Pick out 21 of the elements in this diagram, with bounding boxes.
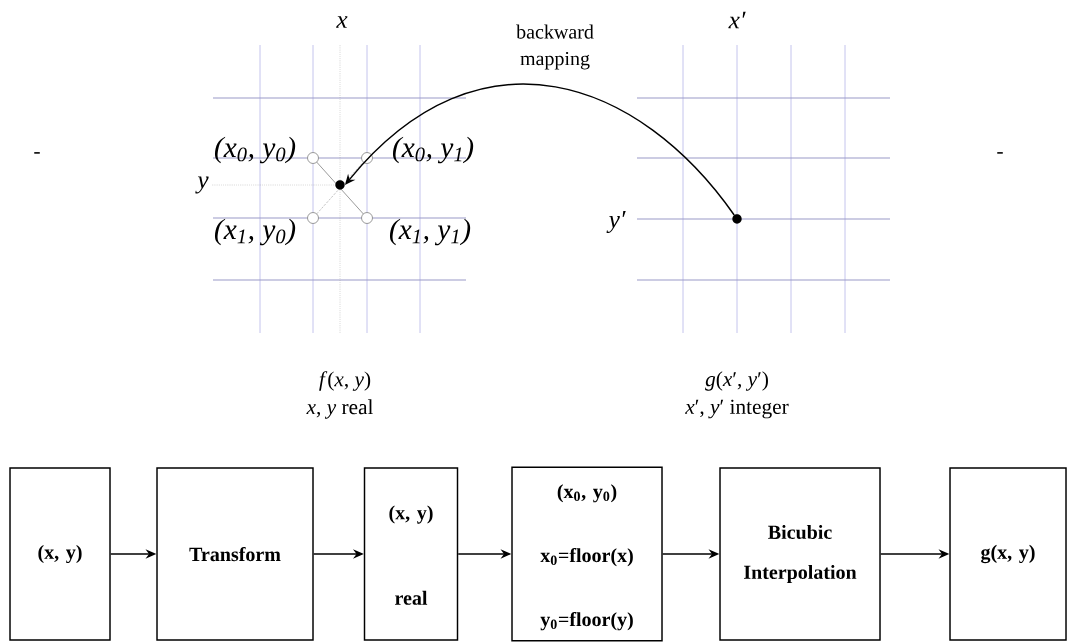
process-box: g(x, y)	[949, 467, 1067, 641]
process-box: (x, y)	[9, 467, 111, 641]
dash-mark: -	[34, 152, 40, 154]
caption-text: f(x, y)	[319, 371, 371, 391]
coordinate-label: (x$_{0}$, y$_{0}$)	[215, 136, 296, 164]
coordinate-label: (x$_{1}$, y$_{0}$)	[215, 218, 296, 246]
coordinate-label: (x$_{1}$, y$_{1}$)	[390, 218, 471, 246]
process-box: Bicubic Interpolation	[719, 467, 881, 641]
caption-text: g(x′, y′)	[705, 371, 768, 391]
axis-label: y	[195, 176, 209, 194]
axis-label: x	[336, 16, 348, 28]
caption-text: x′, y′ integer	[685, 399, 789, 419]
edge-label: backward mapping	[516, 24, 594, 70]
process-box: (x$_{0}$, y$_{0}$) x$_{0}$=floor(x) y$_{0}$=floor(y)	[511, 466, 663, 642]
axis-label: y′	[606, 211, 626, 233]
dash-mark: -	[997, 152, 1003, 154]
coordinate-label: (x$_{0}$, y$_{1}$)	[393, 136, 474, 164]
process-box: Transform	[156, 467, 314, 641]
caption-text: x, y real	[306, 399, 374, 419]
axis-label: x′	[728, 11, 746, 29]
process-box: (x, y) real	[363, 467, 459, 641]
